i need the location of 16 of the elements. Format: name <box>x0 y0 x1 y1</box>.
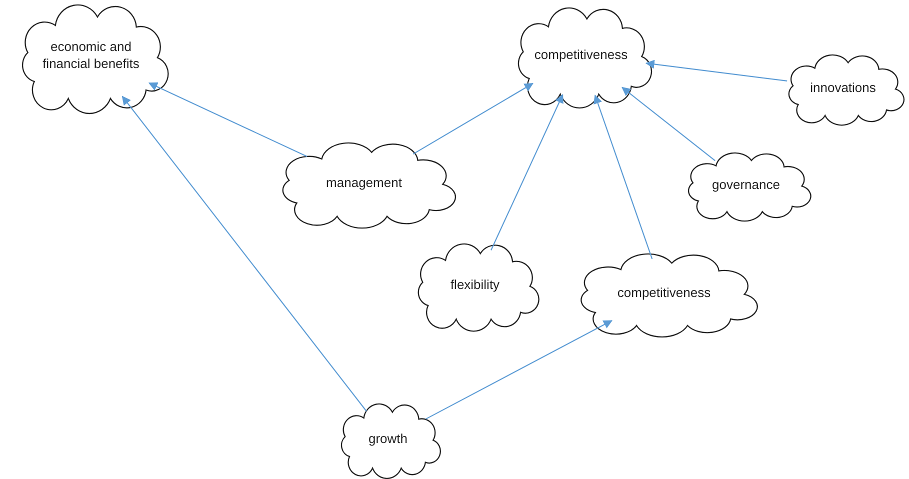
node-label: governance <box>712 176 780 194</box>
node-label: economic and financial benefits <box>42 39 140 73</box>
arrow <box>425 320 613 420</box>
arrow <box>490 94 564 250</box>
arrow <box>594 94 653 260</box>
node-label: growth <box>368 430 408 448</box>
node-label: innovations <box>810 80 876 96</box>
node-label: competitiveness <box>617 284 711 302</box>
node-label: flexibility <box>450 276 500 294</box>
arrow <box>622 86 716 162</box>
arrow <box>148 82 308 158</box>
arrow <box>645 60 788 82</box>
node-label: competitiveness <box>534 46 628 64</box>
arrow <box>412 83 534 154</box>
node-label: management <box>326 174 402 192</box>
arrow <box>122 96 367 412</box>
